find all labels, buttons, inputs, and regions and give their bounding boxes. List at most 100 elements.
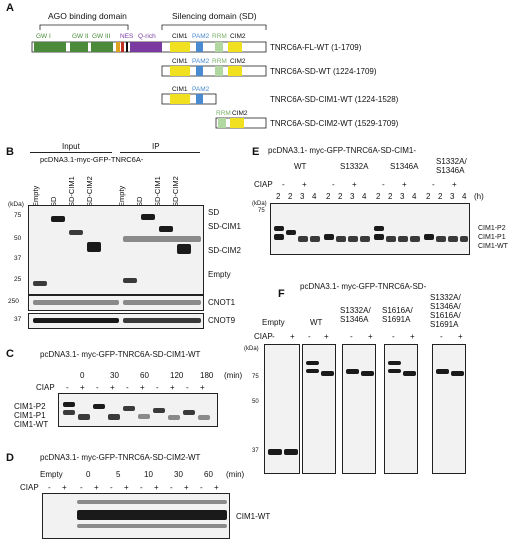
c-time-120: 120	[170, 371, 184, 380]
band	[78, 414, 90, 420]
f-sign: +	[410, 332, 415, 341]
band	[138, 414, 150, 419]
band	[448, 236, 458, 242]
band	[268, 449, 282, 455]
e-sign: -	[382, 180, 385, 189]
f-sign: +	[368, 332, 373, 341]
band	[177, 244, 191, 254]
panel-letter-f: F	[278, 288, 285, 300]
b-construct-label: pcDNA3.1-myc-GFP-TNRC6A-	[40, 155, 144, 164]
e-unit: (h)	[474, 192, 484, 201]
b-lane-cim2-input: SD-CIM2	[85, 176, 94, 207]
band	[321, 371, 334, 376]
band	[33, 318, 119, 323]
region-label-nes: NES	[120, 33, 134, 40]
band	[360, 236, 370, 242]
f-sign: -	[272, 332, 275, 341]
f-sign: -	[350, 332, 353, 341]
band	[386, 236, 396, 242]
e-time: 2	[438, 192, 443, 201]
band	[424, 234, 434, 240]
d-sign: +	[124, 483, 129, 492]
c-time-30: 30	[110, 371, 119, 380]
d-time-0: 0	[86, 470, 91, 479]
d-sign: -	[110, 483, 113, 492]
region-label-gw2: GW II	[72, 33, 89, 40]
b-band-sd-cim1: SD-CIM1	[208, 222, 241, 231]
c-sign: +	[80, 383, 85, 392]
c-band-p1: CIM1-P1	[14, 411, 46, 420]
input-underline	[30, 152, 112, 153]
band	[123, 318, 201, 323]
e-time: 3	[450, 192, 455, 201]
f-marker-75: 75	[252, 374, 259, 380]
c-ciap: CIAP	[36, 383, 55, 392]
e-time: 4	[362, 192, 367, 201]
band	[374, 226, 384, 231]
e-time: 2	[388, 192, 393, 201]
ip-underline	[120, 152, 200, 153]
cnot9-blot	[28, 313, 204, 329]
f-group-wt: WT	[310, 318, 323, 327]
e-marker-75: 75	[258, 208, 265, 214]
band	[284, 449, 298, 455]
e-time: 2	[338, 192, 343, 201]
band	[159, 226, 173, 232]
d-band-wt: CIM1-WT	[236, 512, 271, 521]
e-sign: +	[452, 180, 457, 189]
band	[306, 361, 319, 365]
c-sign: +	[140, 383, 145, 392]
region-label-qrich: Q-rich	[138, 33, 156, 40]
c-time-60: 60	[140, 371, 149, 380]
panel-letter-b: B	[6, 146, 14, 158]
band	[108, 414, 120, 420]
b-band-empty: Empty	[208, 270, 231, 279]
e-time: 3	[400, 192, 405, 201]
c-sign: -	[96, 383, 99, 392]
f-sign: +	[458, 332, 463, 341]
d-time-60: 60	[204, 470, 213, 479]
c-time-180: 180	[200, 371, 214, 380]
b-marker-75: 75	[14, 212, 22, 219]
e-sign: -	[282, 180, 285, 189]
band	[361, 371, 374, 376]
band	[298, 236, 308, 242]
d-time-5: 5	[116, 470, 121, 479]
f-group-s1332a-s1346a: S1332A/ S1346A	[340, 306, 371, 324]
region-label-rrm: RRM	[212, 33, 227, 40]
band	[77, 524, 227, 528]
silencing-domain-label: Silencing domain (SD)	[172, 11, 257, 21]
band	[33, 300, 119, 305]
region-label-gw1: GW I	[36, 33, 51, 40]
e-group-wt: WT	[294, 162, 307, 171]
band	[388, 369, 401, 373]
d-sign: +	[184, 483, 189, 492]
cnot9-label: CNOT9	[208, 316, 236, 325]
c-sign: +	[110, 383, 115, 392]
band	[153, 408, 165, 413]
ip-label: IP	[152, 142, 160, 151]
d-sign: +	[62, 483, 67, 492]
c-blot	[58, 393, 218, 427]
c-sign: +	[170, 383, 175, 392]
cim1-label-pam2: PAM2	[192, 86, 210, 93]
band	[33, 281, 47, 286]
e-sign: +	[352, 180, 357, 189]
e-band-wt: CIM1-WT	[478, 243, 508, 250]
band	[87, 242, 101, 252]
band	[348, 236, 358, 242]
c-sign: -	[66, 383, 69, 392]
e-band-p2: CIM1-P2	[478, 225, 506, 232]
construct-sd: TNRC6A-SD-WT (1224-1709)	[270, 67, 377, 76]
f-group-quad: S1332A/ S1346A/ S1616A/ S1691A	[430, 293, 461, 329]
f-sign: -	[308, 332, 311, 341]
b-lane-empty-ip: Empty	[117, 185, 126, 207]
c-sign: -	[186, 383, 189, 392]
cim2-label-cim2: CIM2	[232, 110, 248, 117]
d-blot	[42, 493, 230, 539]
b-lane-empty-input: Empty	[31, 185, 40, 207]
f-blot-wt	[302, 344, 336, 474]
e-time: 3	[350, 192, 355, 201]
c-band-wt: CIM1-WT	[14, 420, 49, 429]
band	[123, 236, 201, 242]
